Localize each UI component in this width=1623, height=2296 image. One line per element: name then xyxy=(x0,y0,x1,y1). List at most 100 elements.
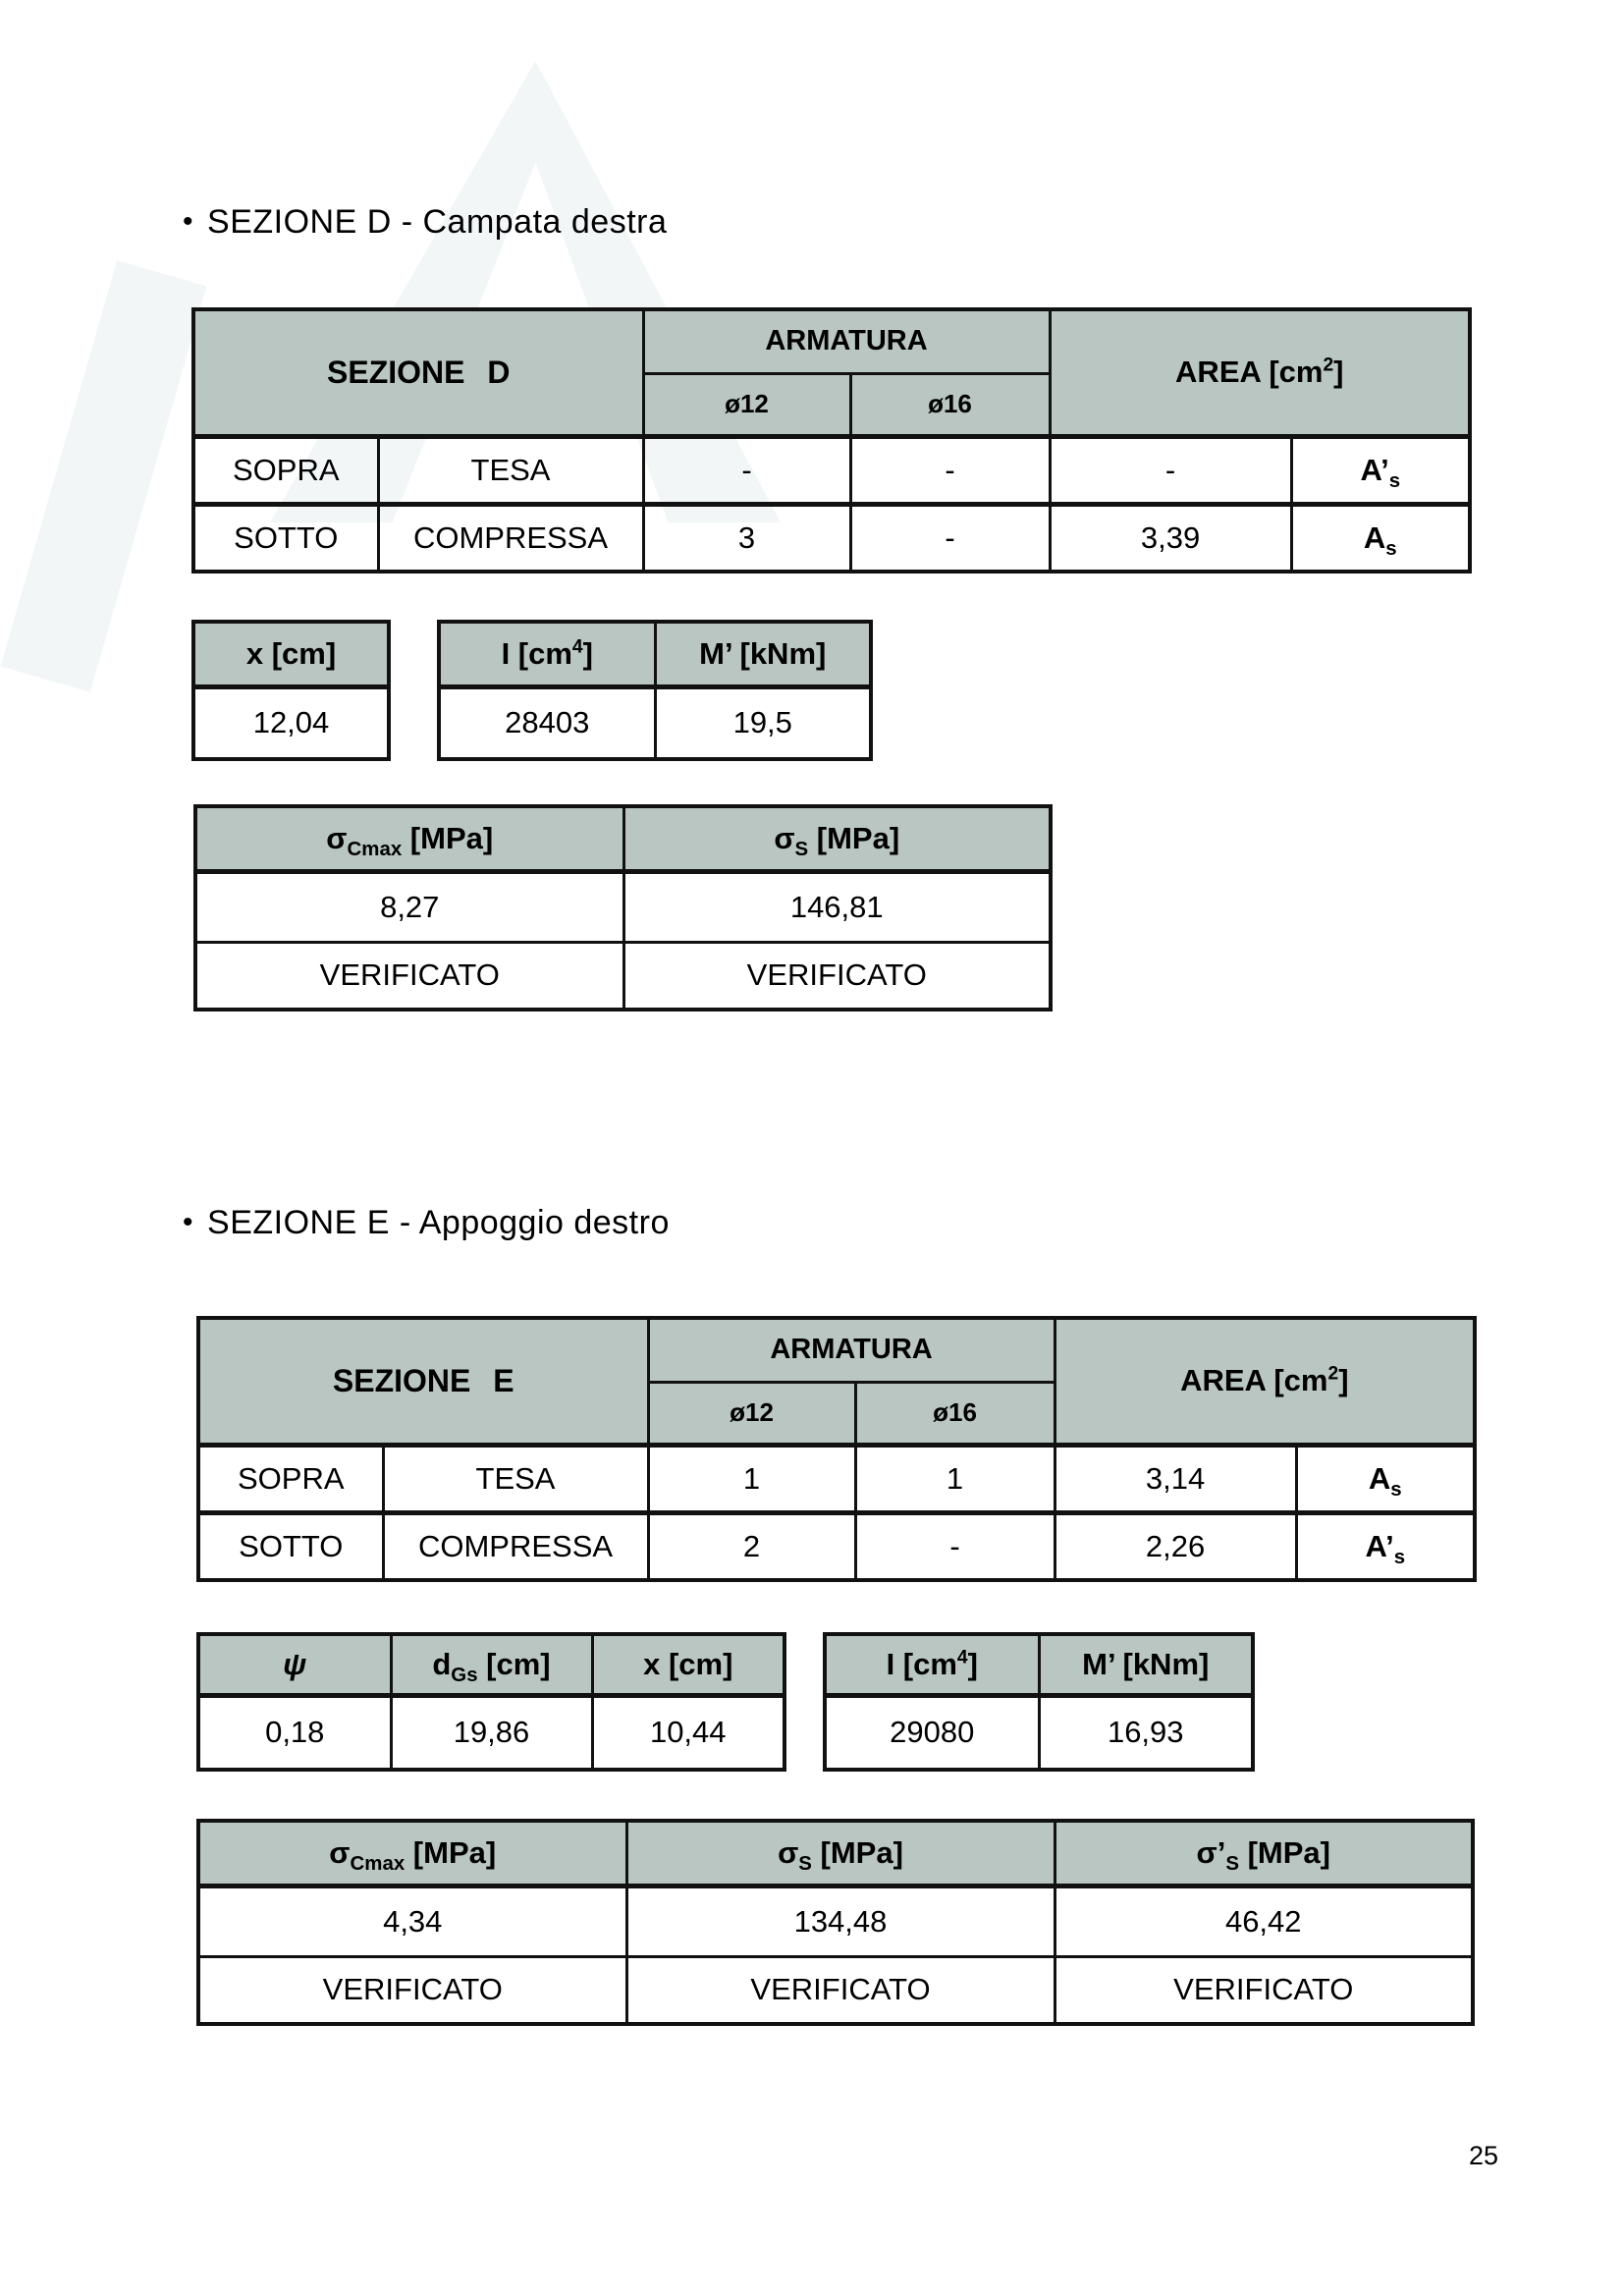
cell-area: 3,39 xyxy=(1048,501,1293,574)
table-row-sotto: SOTTO COMPRESSA 3 - 3,39 As xyxy=(191,501,1472,574)
armatura-header: ARMATURA xyxy=(641,307,1052,375)
section-e-title: • SEZIONE E - Appoggio destro xyxy=(183,1204,670,1242)
cell-area-symbol: As xyxy=(1294,1442,1477,1514)
psi-header: ψ xyxy=(196,1632,393,1697)
status-verificato: VERIFICATO xyxy=(624,1954,1056,2026)
header-row: I [cm4] M’ [kNm] xyxy=(823,1632,1255,1697)
section-e-psi-table: ψ dGs [cm] x [cm] 0,18 19,86 10,44 xyxy=(196,1632,786,1772)
header-row: ψ dGs [cm] x [cm] xyxy=(196,1632,786,1697)
section-d-inertia-moment-table: I [cm4] M’ [kNm] 28403 19,5 xyxy=(437,620,873,761)
section-e-main-table: SEZIONE E ARMATURA AREA [cm2] ø12 ø16 SO… xyxy=(196,1316,1478,1582)
cell-d16: - xyxy=(848,433,1052,506)
corner-label: SEZIONE D xyxy=(191,307,645,438)
cell-area-symbol: As xyxy=(1289,501,1472,574)
cell-d12: 3 xyxy=(641,501,852,574)
value-row: 28403 19,5 xyxy=(437,683,873,761)
bullet-icon: • xyxy=(183,1206,194,1238)
header-row-2: ø12 ø16 xyxy=(193,371,1470,438)
inertia-header: I [cm4] xyxy=(823,1632,1041,1697)
dgs-header: dGs [cm] xyxy=(389,1632,594,1697)
bullet-icon: • xyxy=(183,205,194,238)
cell-state: TESA xyxy=(381,1442,650,1514)
moment-value: 16,93 xyxy=(1037,1692,1255,1772)
value-row: 8,27 146,81 xyxy=(193,868,1053,944)
cell-d16: 1 xyxy=(853,1442,1056,1514)
dia12-header: ø12 xyxy=(641,371,852,438)
cell-position: SOTTO xyxy=(191,501,380,574)
dia16-header: ø16 xyxy=(848,371,1052,438)
sigma-cmax-value: 8,27 xyxy=(193,868,625,944)
psi-value: 0,18 xyxy=(196,1692,393,1772)
cell-state: COMPRESSA xyxy=(381,1509,650,1582)
section-e-stress-table: σCmax [MPa] σS [MPa] σ’S [MPa] 4,34 134,… xyxy=(196,1819,1475,2026)
section-e-title-text: SEZIONE E - Appoggio destro xyxy=(207,1204,670,1241)
status-row: VERIFICATO VERIFICATO xyxy=(193,940,1053,1011)
header-row: σCmax [MPa] σS [MPa] xyxy=(193,804,1053,873)
dgs-value: 19,86 xyxy=(389,1692,594,1772)
cell-area: 2,26 xyxy=(1053,1509,1298,1582)
x-header: x [cm] xyxy=(590,1632,786,1697)
section-d-main-table: SEZIONE D ARMATURA AREA [cm2] ø12 ø16 SO… xyxy=(191,307,1473,574)
section-d-title: • SEZIONE D - Campata destra xyxy=(183,203,667,242)
dia12-header: ø12 xyxy=(646,1380,857,1447)
cell-position: SOTTO xyxy=(196,1509,385,1582)
sigma-s-value: 134,48 xyxy=(624,1883,1056,1958)
status-verificato: VERIFICATO xyxy=(193,940,625,1011)
cell-d12: - xyxy=(641,433,852,506)
sigma-cmax-value: 4,34 xyxy=(196,1883,628,1958)
cell-area: 3,14 xyxy=(1053,1442,1298,1514)
header-row-1: SEZIONE D ARMATURA AREA [cm2] xyxy=(191,307,1472,438)
moment-value: 19,5 xyxy=(653,683,873,761)
inertia-header: I [cm4] xyxy=(437,620,657,688)
x-value: 10,44 xyxy=(590,1692,786,1772)
cell-d12: 2 xyxy=(646,1509,857,1582)
value-row: 4,34 134,48 46,42 xyxy=(196,1883,1475,1958)
cell-area: - xyxy=(1048,433,1293,506)
corner-label: SEZIONE E xyxy=(196,1316,650,1447)
sigma-s-header: σS [MPa] xyxy=(622,804,1053,873)
area-header: AREA [cm2] xyxy=(1048,307,1472,438)
status-verificato: VERIFICATO xyxy=(622,940,1053,1011)
value-row: 0,18 19,86 10,44 xyxy=(196,1692,786,1772)
value-row: 12,04 xyxy=(191,683,391,761)
armatura-header: ARMATURA xyxy=(646,1316,1056,1384)
dia16-header: ø16 xyxy=(853,1380,1056,1447)
cell-position: SOPRA xyxy=(191,433,380,506)
header-row-1: SEZIONE E ARMATURA AREA [cm2] xyxy=(196,1316,1477,1447)
table-row-sopra: SOPRA TESA 1 1 3,14 As xyxy=(196,1442,1477,1514)
cell-area-symbol: A’s xyxy=(1294,1509,1477,1582)
x-value: 12,04 xyxy=(191,683,391,761)
watermark-bar xyxy=(0,260,207,692)
area-header: AREA [cm2] xyxy=(1053,1316,1477,1447)
section-e-inertia-moment-table: I [cm4] M’ [kNm] 29080 16,93 xyxy=(823,1632,1255,1772)
section-d-stress-table: σCmax [MPa] σS [MPa] 8,27 146,81 VERIFIC… xyxy=(193,804,1053,1011)
status-verificato: VERIFICATO xyxy=(196,1954,628,2026)
status-verificato: VERIFICATO xyxy=(1053,1954,1475,2026)
cell-d16: - xyxy=(848,501,1052,574)
header-row: σCmax [MPa] σS [MPa] σ’S [MPa] xyxy=(196,1819,1475,1887)
table-row-sotto: SOTTO COMPRESSA 2 - 2,26 A’s xyxy=(196,1509,1477,1582)
moment-header: M’ [kNm] xyxy=(653,620,873,688)
value-row: 29080 16,93 xyxy=(823,1692,1255,1772)
sigma-s-prime-value: 46,42 xyxy=(1053,1883,1475,1958)
sigma-s-prime-header: σ’S [MPa] xyxy=(1053,1819,1475,1887)
sigma-cmax-header: σCmax [MPa] xyxy=(196,1819,628,1887)
inertia-value: 28403 xyxy=(437,683,657,761)
x-header: x [cm] xyxy=(191,620,391,688)
cell-d12: 1 xyxy=(646,1442,857,1514)
section-d-title-text: SEZIONE D - Campata destra xyxy=(207,203,668,241)
header-row: I [cm4] M’ [kNm] xyxy=(437,620,873,688)
header-row-2: ø12 ø16 xyxy=(198,1380,1475,1447)
cell-state: TESA xyxy=(376,433,645,506)
sigma-cmax-header: σCmax [MPa] xyxy=(193,804,625,873)
moment-header: M’ [kNm] xyxy=(1037,1632,1255,1697)
cell-d16: - xyxy=(853,1509,1056,1582)
cell-area-symbol: A’s xyxy=(1289,433,1472,506)
status-row: VERIFICATO VERIFICATO VERIFICATO xyxy=(196,1954,1475,2026)
header-row: x [cm] xyxy=(191,620,391,688)
inertia-value: 29080 xyxy=(823,1692,1041,1772)
table-row-sopra: SOPRA TESA - - - A’s xyxy=(191,433,1472,506)
page-number: 25 xyxy=(1469,2141,1499,2170)
cell-state: COMPRESSA xyxy=(376,501,645,574)
